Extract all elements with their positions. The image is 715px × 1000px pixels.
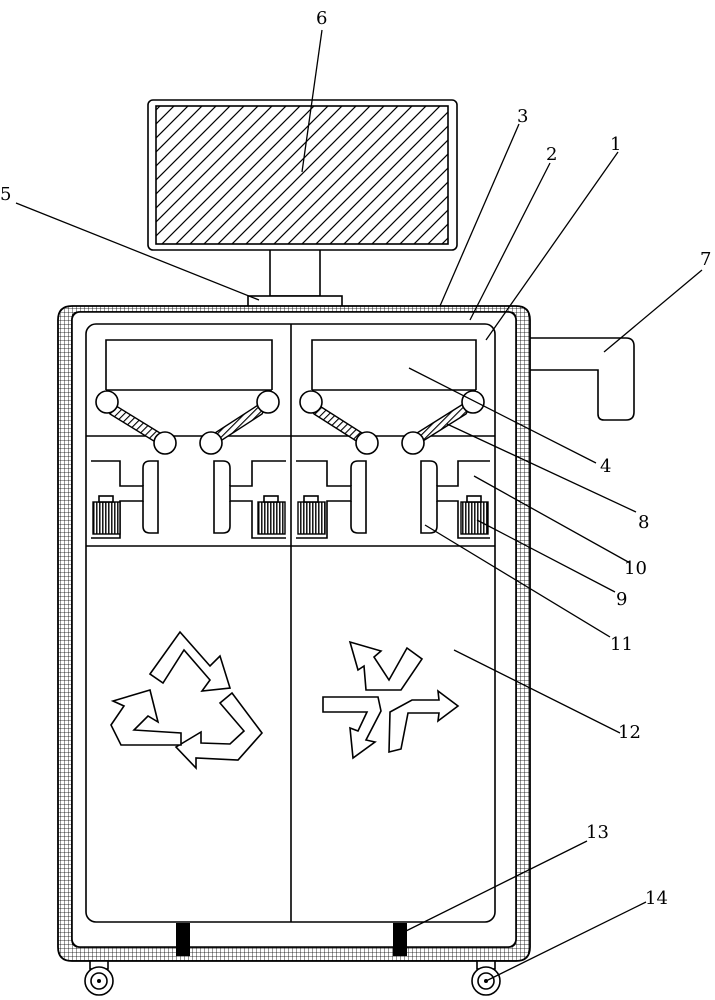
label-11: 11 (610, 634, 633, 655)
feet (176, 923, 407, 956)
label-12: 12 (618, 722, 641, 743)
label-14: 14 (645, 888, 668, 909)
label-10: 10 (624, 558, 647, 579)
label-4: 4 (600, 456, 611, 477)
label-8: 8 (638, 512, 649, 533)
label-5: 5 (0, 184, 11, 205)
conveyor-belts (95, 390, 485, 455)
label-6: 6 (316, 8, 327, 29)
leader-lines (15, 29, 703, 982)
label-13: 13 (586, 822, 609, 843)
label-7: 7 (700, 249, 711, 270)
label-2: 2 (546, 144, 557, 165)
panel-stand (269, 250, 321, 297)
label-3: 3 (517, 106, 528, 127)
recycle-icon (110, 630, 264, 770)
motors (92, 495, 489, 535)
handle (523, 337, 635, 421)
middle-shell (71, 311, 517, 948)
top-hoppers (105, 339, 477, 391)
wheels (84, 960, 501, 996)
label-9: 9 (616, 589, 627, 610)
three-arrows-icon (322, 640, 460, 760)
solar-panel (147, 99, 458, 251)
label-1: 1 (610, 134, 621, 155)
part-labels: 6 5 3 2 1 7 4 8 10 9 11 12 13 14 (0, 8, 711, 909)
